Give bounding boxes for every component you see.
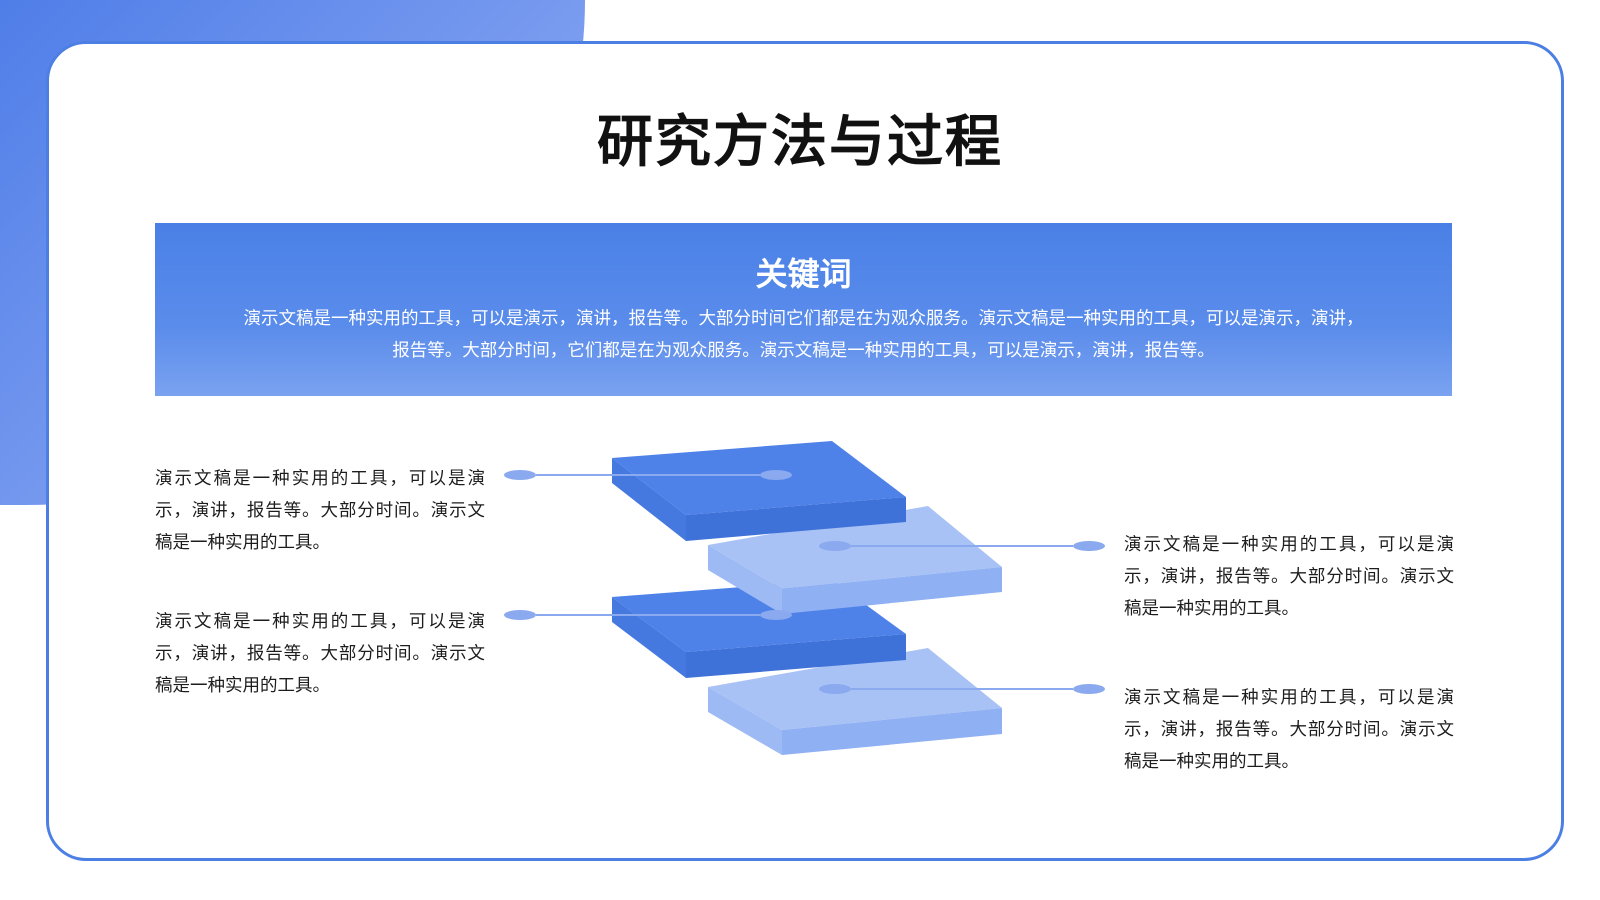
layer-2-description: 演示文稿是一种实用的工具，可以是演示，演讲，报告等。大部分时间。演示文稿是一种实… bbox=[1124, 535, 1454, 619]
layer-4-description: 演示文稿是一种实用的工具，可以是演示，演讲，报告等。大部分时间。演示文稿是一种实… bbox=[1124, 688, 1454, 772]
layer-3-description: 演示文稿是一种实用的工具，可以是演示，演讲，报告等。大部分时间。演示文稿是一种实… bbox=[155, 612, 485, 696]
keyword-title: 关键词 bbox=[755, 255, 852, 293]
keyword-banner: 关键词 演示文稿是一种实用的工具，可以是演示，演讲，报告等。大部分时间它们都是在… bbox=[155, 223, 1452, 396]
layer-1-description: 演示文稿是一种实用的工具，可以是演示，演讲，报告等。大部分时间。演示文稿是一种实… bbox=[155, 469, 485, 553]
keyword-text: 演示文稿是一种实用的工具，可以是演示，演讲，报告等。大部分时间它们都是在为观众服… bbox=[243, 309, 1364, 361]
page-title: 研究方法与过程 bbox=[597, 110, 1003, 175]
